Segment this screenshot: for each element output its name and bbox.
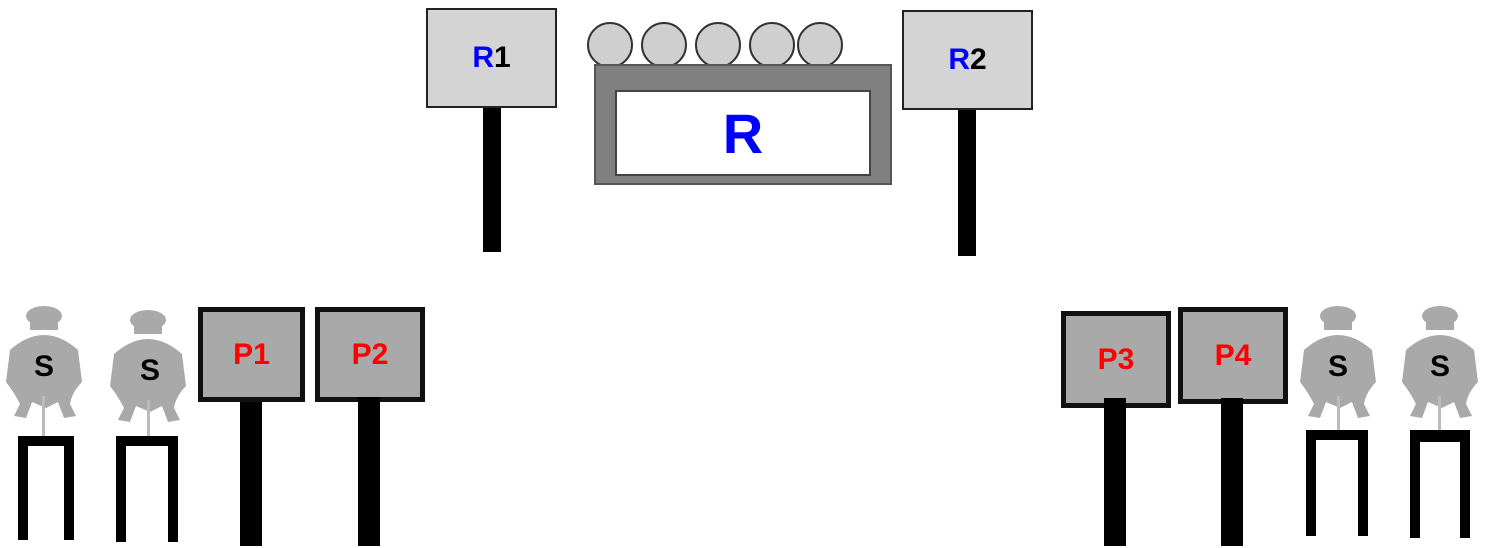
seat-circle [695, 22, 741, 68]
spectator-label: S [1430, 350, 1450, 383]
seat-circle [797, 22, 843, 68]
referee-pole-2 [958, 110, 976, 256]
spectator-3: S [1300, 306, 1376, 536]
seat-circle [641, 22, 687, 68]
spectator-1: S [6, 306, 82, 540]
player-pole-3 [1104, 398, 1126, 546]
player-sign-1: P1 [198, 307, 305, 402]
spectator-4: S [1402, 306, 1478, 538]
spectator-label: S [1328, 350, 1348, 383]
player-pole-2 [358, 397, 380, 546]
player-label: P1 [233, 337, 270, 371]
referee-table: R [594, 64, 892, 185]
referee-letter: R [948, 43, 970, 76]
seat-circle [749, 22, 795, 68]
referee-table-panel: R [615, 90, 871, 176]
player-label: P3 [1097, 342, 1135, 376]
spectator-label: S [34, 350, 54, 383]
player-pole-1 [240, 402, 262, 546]
referee-pole-1 [483, 108, 501, 252]
spectator-2: S [110, 310, 186, 542]
player-sign-4: P4 [1178, 307, 1288, 404]
player-sign-2: P2 [315, 307, 425, 402]
player-label: P2 [351, 337, 389, 371]
table-label: R [722, 101, 764, 165]
player-label: P4 [1214, 338, 1252, 372]
player-sign-3: P3 [1061, 311, 1171, 408]
referee-number: 2 [969, 43, 987, 76]
player-pole-4 [1221, 398, 1243, 546]
referee-letter: R [472, 41, 494, 74]
seat-circle [587, 22, 633, 68]
referee-number: 1 [493, 41, 511, 74]
spectator-label: S [140, 354, 160, 387]
